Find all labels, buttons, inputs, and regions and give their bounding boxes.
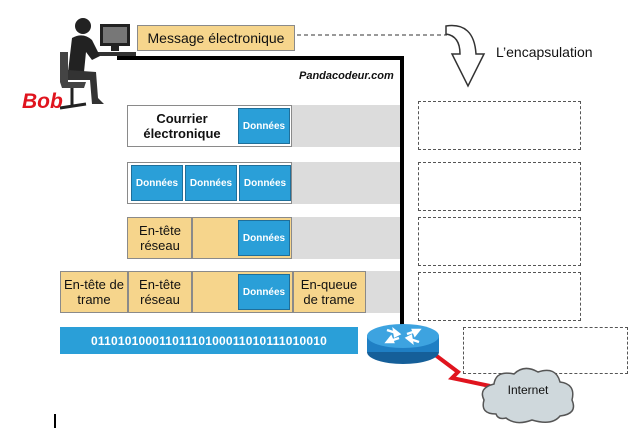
cable-horizontal [117,56,404,60]
dashed-box-3 [418,217,581,266]
wan-link [432,352,491,388]
dashed-box-4 [418,272,581,321]
segment-data-1: Données [131,165,183,201]
message-box: Message électronique [137,25,295,51]
datalink-divider-1 [127,271,129,313]
arrow-down-icon [445,24,486,88]
dashed-connector [297,34,447,36]
router-icon [367,324,439,364]
datalink-pdu [60,271,366,313]
datalink-divider-2 [191,271,193,313]
datalink-data: Données [238,274,290,310]
site-label: Pandacodeur.com [299,70,394,82]
cable-vertical [400,56,404,326]
dashed-box-5 [463,327,628,374]
application-data: Données [238,108,290,144]
dashed-box-1 [418,101,581,150]
frame-trailer: En-queue de trame [300,277,358,307]
band-network [292,217,400,259]
cloud-icon [481,367,575,424]
band-application [292,105,400,147]
segment-data-3: Données [239,165,291,201]
text-cursor [54,414,56,428]
network-header: En-tête réseau [139,223,181,253]
dashed-box-2 [418,162,581,211]
bitstream: 01101010001101110100011010111010010 [60,327,358,354]
cloud-label: Internet [507,383,549,397]
user-at-computer-icon [59,18,136,110]
datalink-network-header: En-tête réseau [139,277,181,307]
datalink-divider-3 [292,271,294,313]
network-divider [191,217,193,259]
band-datalink [366,271,400,313]
frame-header: En-tête de trame [64,277,124,307]
application-title: Courrier électronique [143,111,221,141]
encapsulation-label: L’encapsulation [496,44,593,60]
network-data: Données [238,220,290,256]
segment-data-2: Données [185,165,237,201]
user-name: Bob [22,90,63,113]
band-segments [292,162,400,204]
